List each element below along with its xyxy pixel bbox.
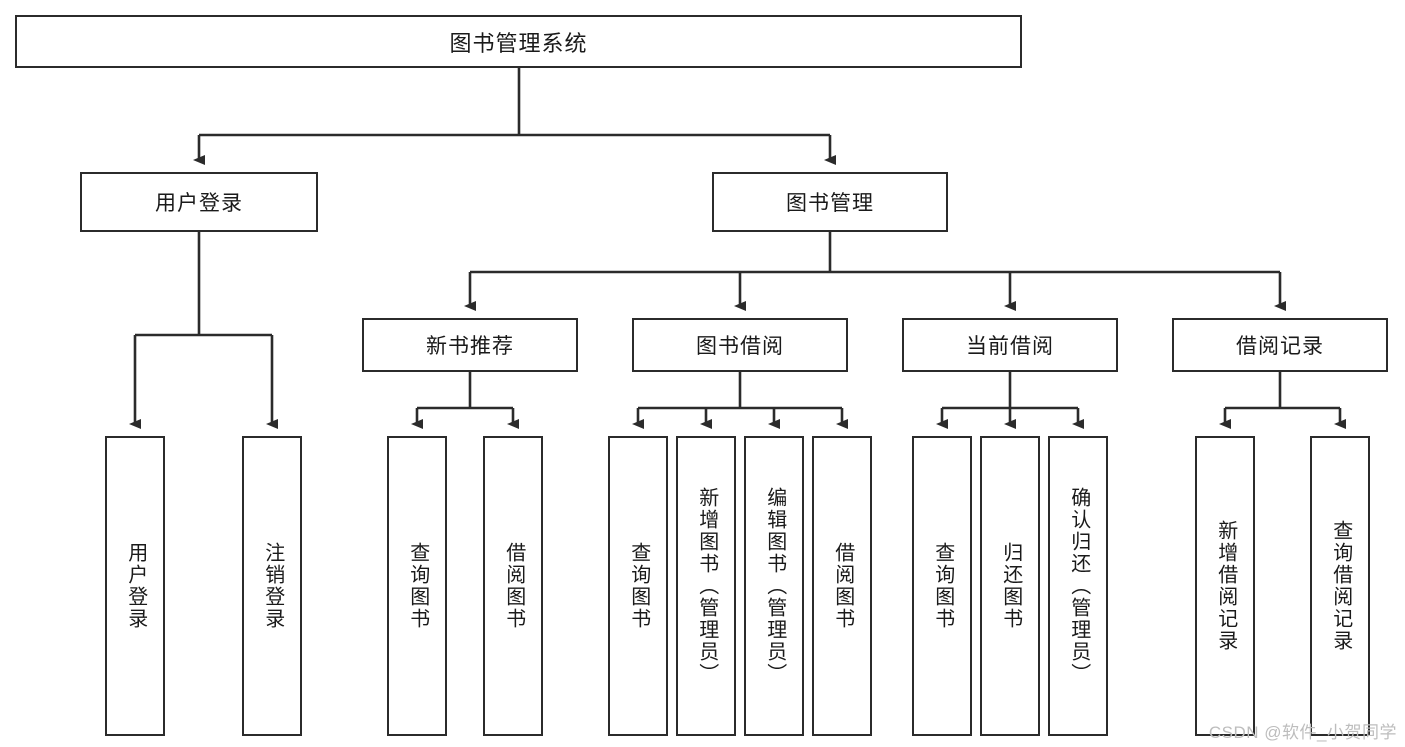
leaf-edit-book-admin[interactable]: 编辑图书（管理员）: [744, 436, 804, 736]
node-label: 借阅记录: [1236, 335, 1324, 358]
leaf-borrow-book[interactable]: 借阅图书: [812, 436, 872, 736]
node-label: 查询图书: [931, 542, 954, 630]
node-label: 查询图书: [627, 542, 650, 630]
node-new-book-recommend[interactable]: 新书推荐: [362, 318, 578, 372]
node-user-login[interactable]: 用户登录: [80, 172, 318, 232]
csdn-watermark: CSDN @软件_小贺同学: [1208, 723, 1397, 742]
leaf-borrow-book-recommend[interactable]: 借阅图书: [483, 436, 543, 736]
leaf-query-book-recommend[interactable]: 查询图书: [387, 436, 447, 736]
leaf-return-book[interactable]: 归还图书: [980, 436, 1040, 736]
node-label: 当前借阅: [966, 335, 1054, 358]
node-label: 编辑图书（管理员）: [763, 487, 786, 685]
node-label: 用户登录: [155, 192, 243, 215]
node-label: 查询借阅记录: [1329, 520, 1352, 652]
node-borrow-records[interactable]: 借阅记录: [1172, 318, 1388, 372]
leaf-confirm-return-admin[interactable]: 确认归还（管理员）: [1048, 436, 1108, 736]
leaf-logout[interactable]: 注销登录: [242, 436, 302, 736]
node-label: 确认归还（管理员）: [1067, 487, 1090, 685]
node-label: 借阅图书: [831, 542, 854, 630]
node-book-management[interactable]: 图书管理: [712, 172, 948, 232]
leaf-query-borrow-record[interactable]: 查询借阅记录: [1310, 436, 1370, 736]
leaf-add-borrow-record[interactable]: 新增借阅记录: [1195, 436, 1255, 736]
node-label: 图书管理系统: [449, 30, 588, 56]
node-label: 新书推荐: [426, 335, 514, 358]
node-label: 图书管理: [786, 192, 874, 215]
node-book-borrow[interactable]: 图书借阅: [632, 318, 848, 372]
node-label: 归还图书: [999, 542, 1022, 630]
node-label: 图书借阅: [696, 335, 784, 358]
node-label: 注销登录: [261, 542, 284, 630]
node-label: 借阅图书: [502, 542, 525, 630]
node-label: 查询图书: [406, 542, 429, 630]
leaf-query-book-current[interactable]: 查询图书: [912, 436, 972, 736]
node-label: 新增图书（管理员）: [695, 487, 718, 685]
node-label: 新增借阅记录: [1214, 520, 1237, 652]
node-label: 用户登录: [124, 542, 147, 630]
node-root-system[interactable]: 图书管理系统: [15, 15, 1022, 68]
node-current-borrow[interactable]: 当前借阅: [902, 318, 1118, 372]
leaf-add-book-admin[interactable]: 新增图书（管理员）: [676, 436, 736, 736]
leaf-query-book-borrow[interactable]: 查询图书: [608, 436, 668, 736]
leaf-user-login[interactable]: 用户登录: [105, 436, 165, 736]
